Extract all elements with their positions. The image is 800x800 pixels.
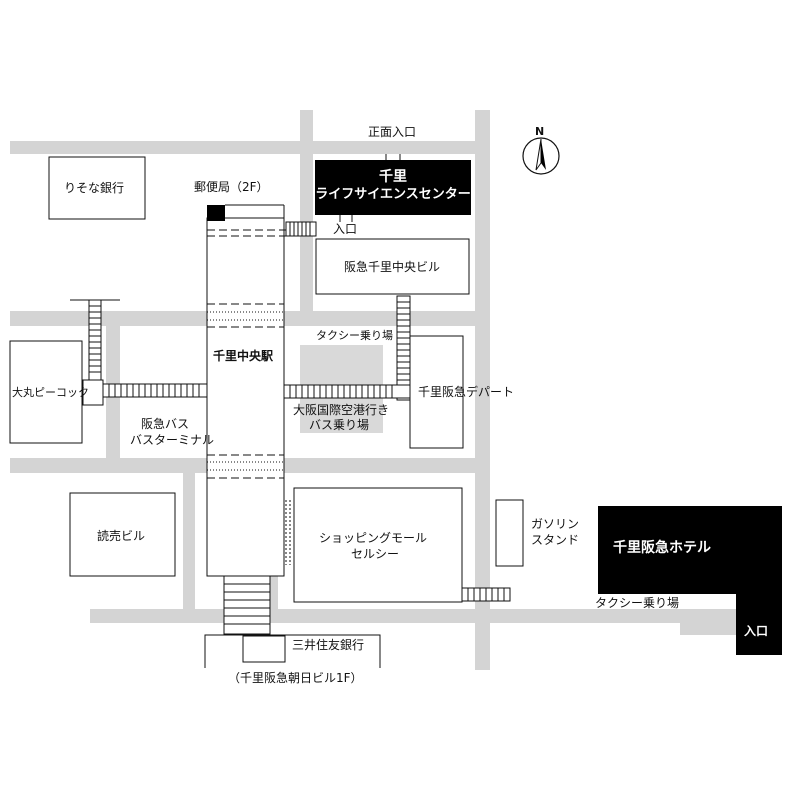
label-main-entrance: 正面入口 (368, 125, 417, 139)
label-mitsui: 三井住友銀行 (292, 638, 365, 652)
label-airport-bus-line2: バス乗り場 (309, 418, 370, 432)
post-office-marker (207, 205, 225, 221)
walkway-west-rungs (108, 384, 200, 397)
walkway-right-rungs (397, 301, 410, 381)
daimaru-building (9, 340, 83, 444)
label-taxi-stand-lower: タクシー乗り場 (595, 596, 680, 610)
label-hankyu-bus-line1: 阪急バス (141, 417, 190, 431)
label-risona: りそな銀行 (64, 181, 125, 195)
road-bottom-horizontal (90, 609, 740, 623)
gas-stand-building (495, 499, 524, 567)
label-hankyu-dept: 千里阪急デパート (418, 385, 515, 399)
yomiuri-building (69, 492, 176, 577)
walkway-daimaru-rungs (89, 305, 101, 373)
label-gas-line1: ガソリン (531, 517, 580, 531)
road-hotel-stub (680, 623, 738, 635)
mitsui-box (242, 635, 286, 663)
walkways (70, 154, 511, 635)
senri-life-science-center (315, 160, 471, 215)
buildings (9, 156, 524, 663)
risona-bank-building (48, 156, 146, 220)
label-asahi-bldg: （千里阪急朝日ビル1F） (228, 671, 363, 685)
label-mall-line2: セルシー (351, 547, 400, 561)
label-mall-line1: ショッピングモール (319, 531, 428, 545)
road-vertical-bottom-left (183, 473, 195, 610)
label-hankyu-chuo-bldg: 阪急千里中央ビル (344, 260, 441, 274)
road-top-horizontal (10, 141, 490, 154)
label-airport-bus-line1: 大阪国際空港行き (293, 403, 390, 417)
walkway-mall-rungs (467, 588, 505, 601)
walkway-top-rungs (289, 222, 311, 236)
label-yomiuri: 読売ビル (97, 529, 146, 543)
label-hotel: 千里阪急ホテル (613, 540, 711, 556)
walkway-mall-west (285, 500, 291, 565)
label-entrance-small: 入口 (333, 222, 358, 236)
road-vertical-right (475, 110, 490, 670)
mall-building (293, 487, 463, 603)
hankyu-chuo-building (315, 238, 470, 295)
label-hankyu-bus-line2: バスターミナル (130, 433, 215, 447)
label-center-line1: 千里 (379, 169, 407, 185)
label-gas-line2: スタンド (531, 533, 580, 547)
north-arrow-icon (522, 137, 560, 175)
label-station: 千里中央駅 (213, 349, 274, 363)
hankyu-dept-building (409, 335, 464, 449)
label-daimaru: 大丸ピーコック (12, 386, 89, 399)
label-taxi-stand-upper: タクシー乗り場 (316, 329, 393, 342)
road-mid-horizontal-right (284, 311, 490, 326)
asahi-building-outline (204, 634, 381, 668)
label-center-line2: ライフサイエンスセンター (315, 187, 471, 202)
station-building (206, 217, 285, 577)
walkway-south-rungs (224, 583, 270, 625)
senri-hankyu-hotel (598, 506, 782, 655)
road-vertical-mid (300, 110, 313, 313)
road-mid-horizontal-left (10, 311, 218, 326)
label-hotel-entrance: 入口 (744, 624, 769, 638)
walkway-east-rungs (289, 385, 393, 398)
label-north: N (535, 125, 545, 138)
label-post-office: 郵便局（2F） (194, 180, 269, 194)
